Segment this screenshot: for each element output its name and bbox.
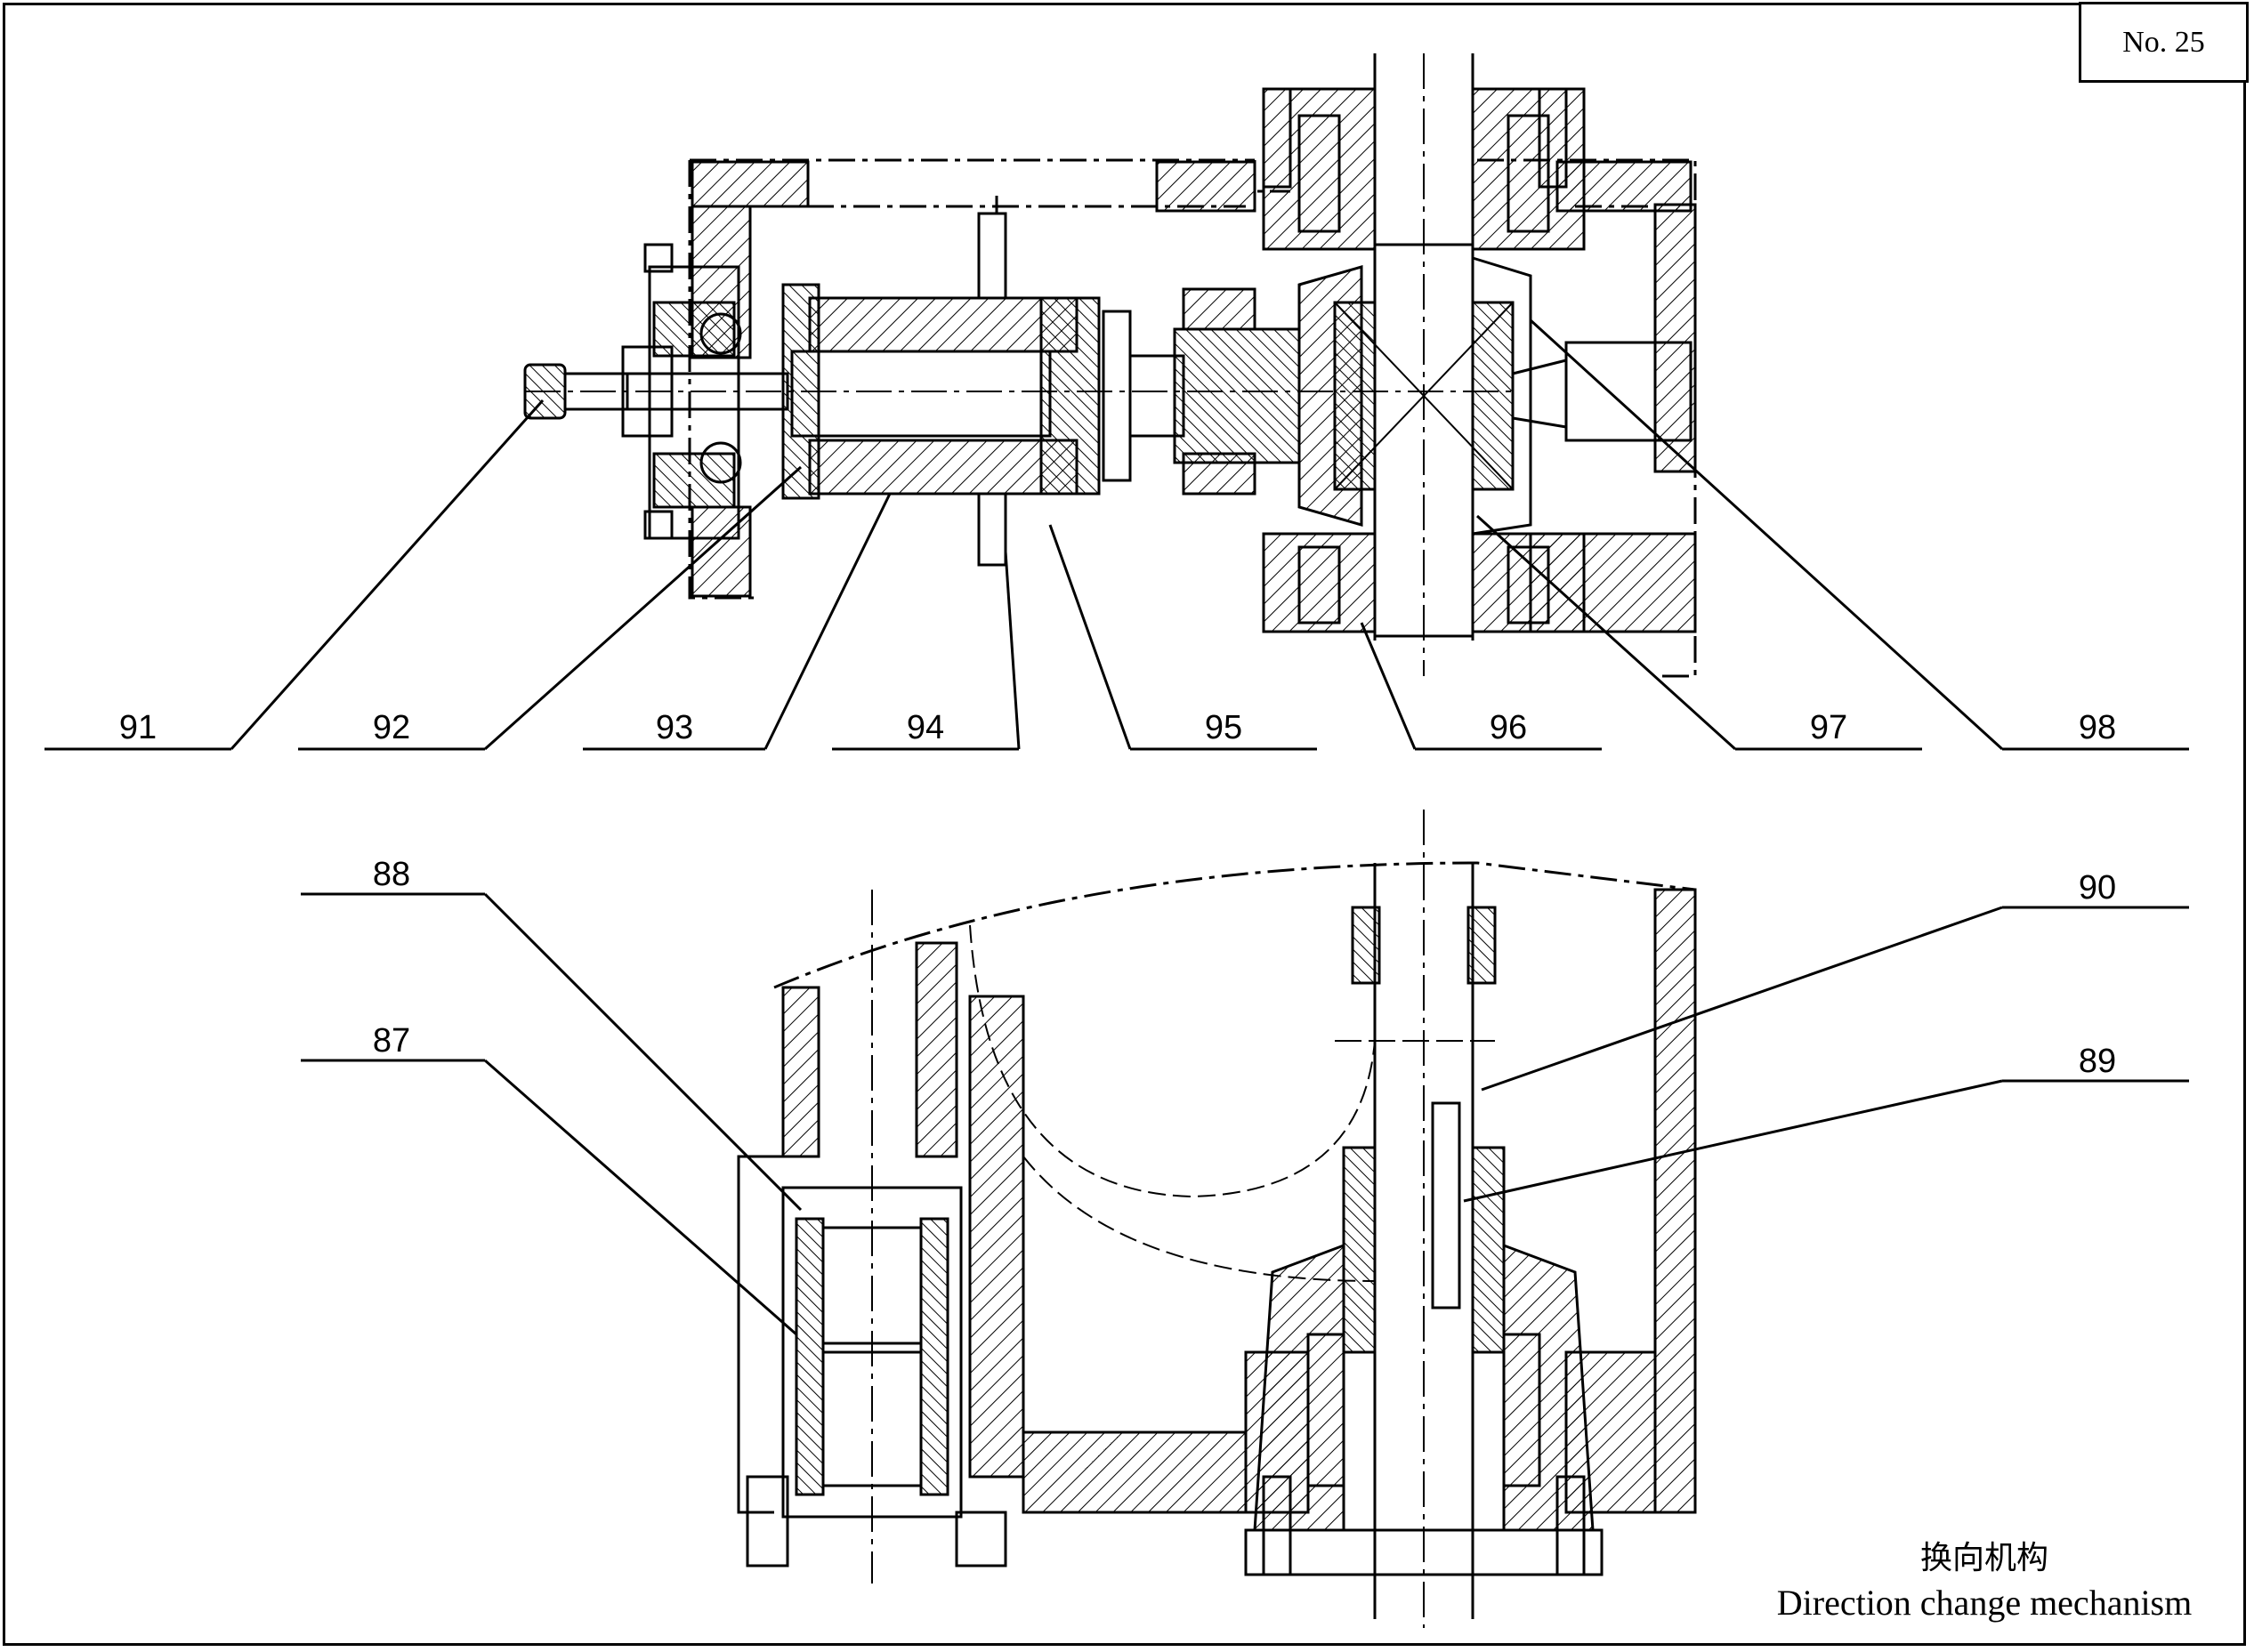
sheet-number: No. 25: [2079, 2, 2249, 83]
callout-94: 94: [907, 709, 944, 746]
caption-chinese: 换向机构: [1919, 1540, 2048, 1576]
callout-97: 97: [1810, 709, 1847, 746]
callout-labels: 91 92 93 94 95 96 97 98 88 87 90 89: [119, 709, 2116, 1080]
callout-91: 91: [119, 709, 157, 746]
callout-93: 93: [656, 709, 693, 746]
callout-87: 87: [373, 1022, 410, 1060]
callout-98: 98: [2079, 709, 2116, 746]
callout-96: 96: [1490, 709, 1527, 746]
callout-92: 92: [373, 709, 410, 746]
callout-95: 95: [1205, 709, 1242, 746]
leader-lines: [44, 318, 2189, 1336]
sheet-border: [3, 3, 2246, 1646]
callout-90: 90: [2079, 869, 2116, 907]
callout-89: 89: [2079, 1043, 2116, 1080]
top-view: [523, 53, 1697, 678]
callout-88: 88: [373, 856, 410, 893]
bottom-view: [737, 810, 1697, 1628]
caption-english: Direction change mechanism: [1776, 1583, 2193, 1623]
